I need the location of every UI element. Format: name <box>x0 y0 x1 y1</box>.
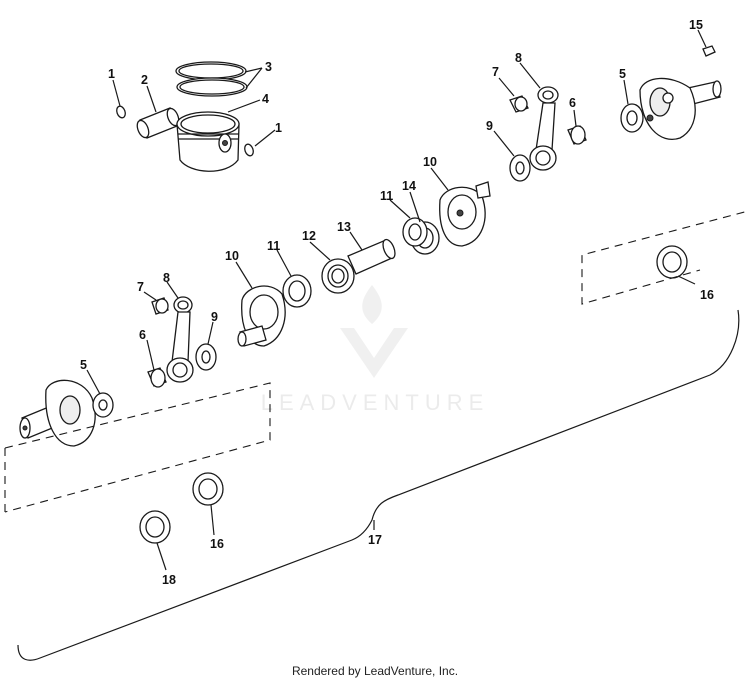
connecting-rod-left <box>166 296 194 383</box>
oil-seal-18 <box>139 510 171 544</box>
piston-rings <box>175 61 248 97</box>
needle-bearing-small-left <box>151 297 169 315</box>
callout-1-left: 1 <box>108 67 115 81</box>
piston-pin-clip-right <box>244 143 254 157</box>
callout-8-left: 8 <box>163 271 170 285</box>
callout-5-right: 5 <box>619 67 626 81</box>
piston-pin <box>136 107 180 139</box>
thrust-washer-left <box>92 392 114 418</box>
washer-right <box>509 154 531 182</box>
callout-6-right: 6 <box>569 96 576 110</box>
footer-credit: Rendered by LeadVenture, Inc. <box>291 664 459 678</box>
callout-8-right: 8 <box>515 51 522 65</box>
seal-11-lower <box>282 274 312 308</box>
callout-11-upper: 11 <box>380 189 393 203</box>
oil-seal-left <box>192 472 224 506</box>
leader-lines <box>86 29 707 571</box>
assembly-bracket <box>17 309 740 661</box>
thrust-washer-right <box>620 103 644 133</box>
callout-9-left: 9 <box>211 310 218 324</box>
needle-bearing-small-right <box>509 95 529 113</box>
callout-9-right: 9 <box>486 119 493 133</box>
callout-2: 2 <box>141 73 148 87</box>
crankshaft-half-right <box>639 77 722 140</box>
callout-labels: 1 2 3 4 1 15 5 8 7 6 9 10 14 11 13 12 11… <box>80 18 714 587</box>
callout-13: 13 <box>337 220 351 234</box>
callout-18: 18 <box>162 573 176 587</box>
callout-6-left: 6 <box>139 328 146 342</box>
piston-pin-clip-left <box>116 105 126 119</box>
callout-15: 15 <box>689 18 703 32</box>
callout-11-lower: 11 <box>267 239 280 253</box>
crankshaft-half-left <box>19 379 96 447</box>
callout-16-right: 16 <box>700 288 714 302</box>
oil-seal-right <box>656 245 688 279</box>
crank-wheel-lower <box>237 285 286 347</box>
woodruff-key <box>702 45 716 57</box>
callout-5-left: 5 <box>80 358 87 372</box>
callout-16-left: 16 <box>210 537 224 551</box>
callout-12: 12 <box>302 229 316 243</box>
callout-3: 3 <box>265 60 272 74</box>
callout-7-left: 7 <box>137 280 144 294</box>
center-shaft <box>347 238 396 275</box>
callout-1-right: 1 <box>275 121 282 135</box>
dashed-assembly-lines <box>4 209 750 513</box>
seal-11-upper <box>402 217 428 247</box>
leadventure-watermark: LEADVENTURE <box>261 285 490 415</box>
callout-10-lower: 10 <box>225 249 239 263</box>
callout-17: 17 <box>368 533 382 547</box>
needle-bearing-large-left <box>147 367 167 388</box>
watermark-text: LEADVENTURE <box>261 390 490 415</box>
labyrinth-seal <box>321 258 355 294</box>
callout-10-upper: 10 <box>423 155 437 169</box>
callout-14: 14 <box>402 179 416 193</box>
connecting-rod-right <box>529 86 559 171</box>
crank-wheel-upper <box>439 181 491 247</box>
callout-4: 4 <box>262 92 269 106</box>
callout-7-right: 7 <box>492 65 499 79</box>
needle-bearing-large-right <box>567 125 587 145</box>
piston <box>176 111 240 172</box>
washer-left <box>195 343 217 371</box>
